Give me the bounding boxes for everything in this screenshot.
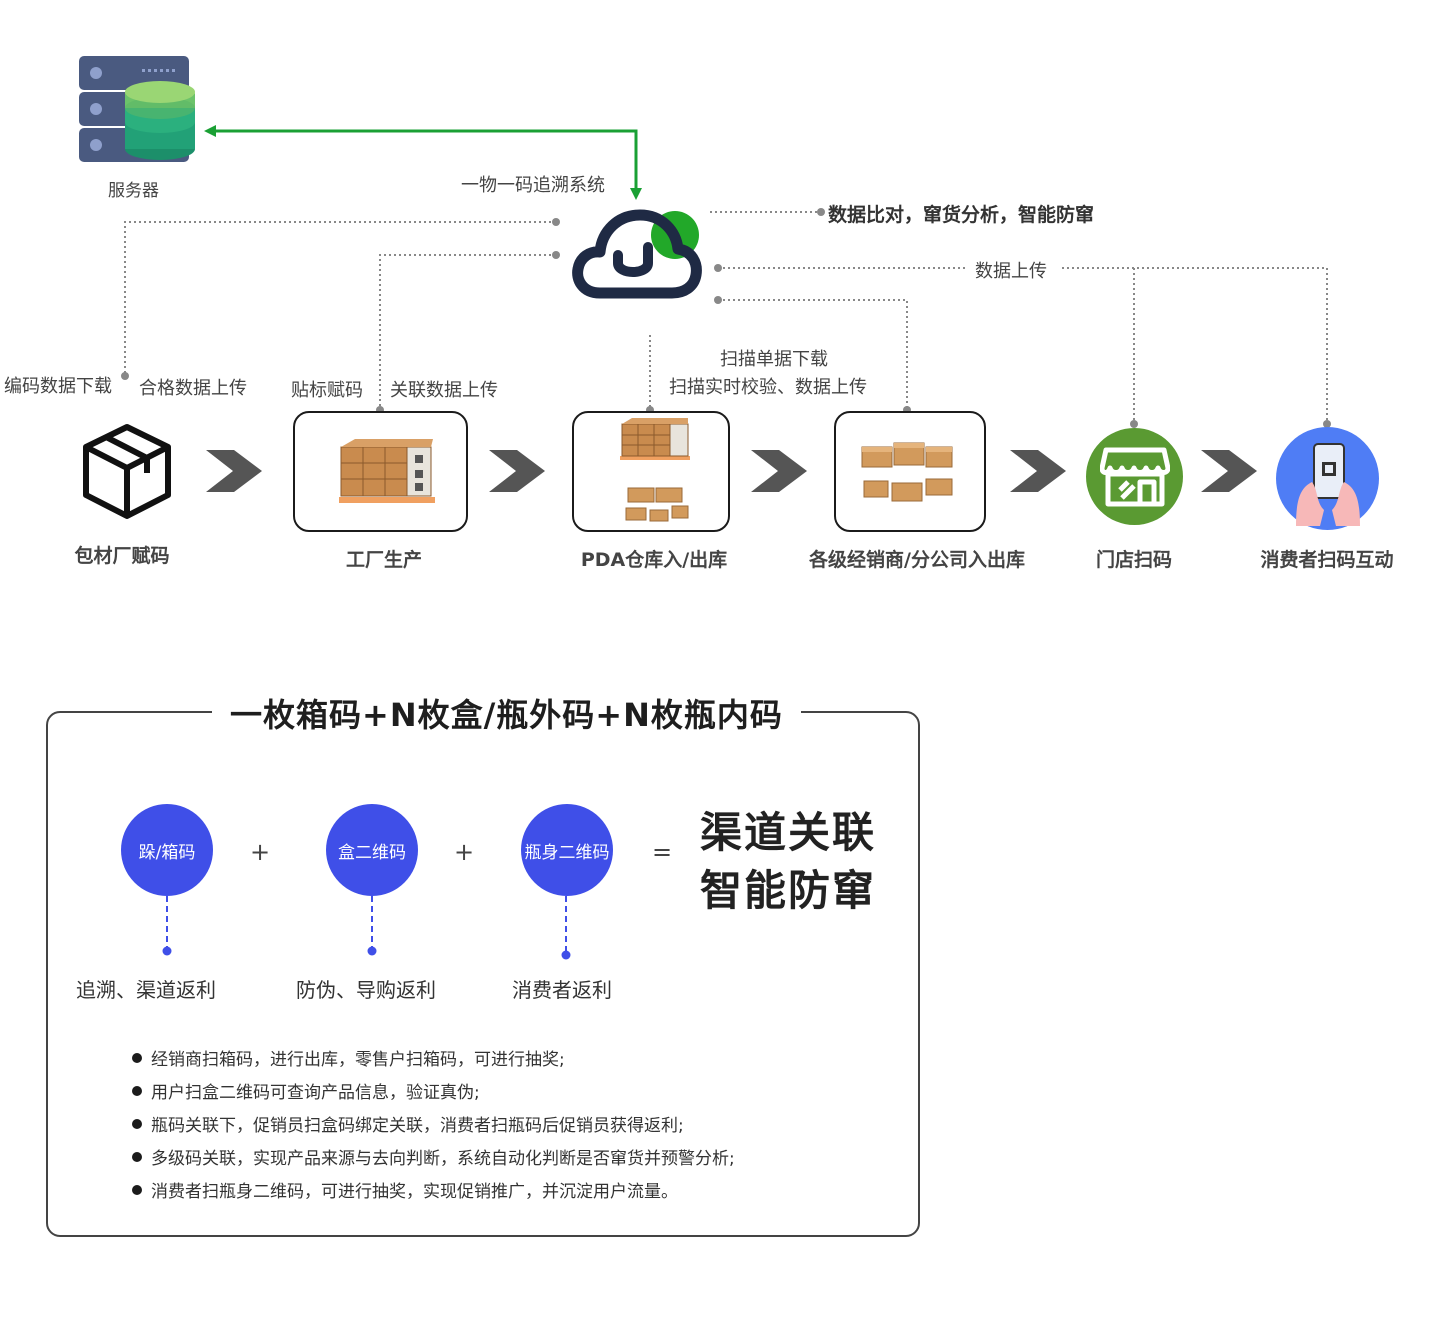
arrow-head-down <box>630 188 642 200</box>
bottle-code-benefit: 消费者返利 <box>512 978 612 1002</box>
chevron-arrow-icon <box>489 450 545 492</box>
stage-consumer-label: 消费者扫码互动 <box>1260 549 1394 571</box>
node-dot <box>1130 420 1138 428</box>
server-label: 服务器 <box>108 181 159 201</box>
result-line-2: 智能防窜 <box>700 866 877 915</box>
arrow-head-left <box>204 125 216 137</box>
label-assign-label: 贴标赋码 <box>291 380 363 401</box>
chevron-arrow-icon <box>751 450 807 492</box>
bullet-icon <box>132 1152 142 1162</box>
plus-sign: + <box>454 838 475 866</box>
code-connectors <box>162 896 571 960</box>
list-item-text: 用户扫盒二维码可查询产品信息，验证真伪; <box>151 1083 480 1103</box>
distributor-boxes-icon <box>861 442 953 502</box>
node-dot <box>817 208 825 216</box>
scan-download-label: 扫描单据下载 <box>720 349 828 370</box>
case-code-label: 跺/箱码 <box>138 842 196 863</box>
link-upload-label: 关联数据上传 <box>390 380 498 401</box>
bullet-icon <box>132 1185 142 1195</box>
trace-system-label: 一物一码追溯系统 <box>461 175 605 196</box>
upload-callout: 数据上传 <box>975 261 1047 282</box>
box-code-benefit: 防伪、导购返利 <box>296 978 436 1002</box>
stage-warehouse-label: PDA仓库入/出库 <box>580 549 728 571</box>
result-title: 渠道关联 智能防窜 <box>700 804 876 920</box>
node-dot <box>552 251 560 259</box>
box-code-label: 盒二维码 <box>338 842 406 863</box>
connector-lines <box>121 125 1331 492</box>
node-dot <box>714 264 722 272</box>
case-code-circle: 跺/箱码 <box>121 804 213 896</box>
feature-list: 经销商扫箱码，进行出库，零售户扫箱码，可进行抽奖; 用户扫盒二维码可查询产品信息… <box>132 1044 735 1209</box>
analysis-callout: 数据比对，窜货分析，智能防窜 <box>828 204 1095 226</box>
stage-store-label: 门店扫码 <box>1095 549 1172 571</box>
list-item-text: 瓶码关联下，促销员扫盒码绑定关联，消费者扫瓶码后促销员获得返利; <box>151 1116 684 1136</box>
node-dot <box>714 296 722 304</box>
bullet-icon <box>132 1086 142 1096</box>
stage-packaging-label: 包材厂赋码 <box>74 545 170 567</box>
store-icon <box>1100 447 1170 507</box>
case-code-benefit: 追溯、渠道返利 <box>76 978 216 1002</box>
chevron-arrow-icon <box>1010 450 1066 492</box>
chevron-arrow-icon <box>206 450 262 492</box>
scan-verify-label: 扫描实时校验、数据上传 <box>669 377 867 398</box>
bottle-code-circle: 瓶身二维码 <box>521 804 613 896</box>
list-item: 消费者扫瓶身二维码，可进行抽奖，实现促销推广，并沉淀用户流量。 <box>132 1176 735 1209</box>
list-item: 瓶码关联下，促销员扫盒码绑定关联，消费者扫瓶码后促销员获得返利; <box>132 1110 735 1143</box>
plus-sign: + <box>250 838 271 866</box>
bottle-code-label: 瓶身二维码 <box>524 842 610 863</box>
bullet-icon <box>132 1053 142 1063</box>
stage-factory-label: 工厂生产 <box>345 549 422 571</box>
qualified-upload-label: 合格数据上传 <box>139 378 247 399</box>
box-code-circle: 盒二维码 <box>326 804 418 896</box>
chevron-arrow-icon <box>1201 450 1257 492</box>
server-database-icon <box>79 56 195 162</box>
line-upload-b <box>1062 267 1328 424</box>
sync-arrow-line <box>212 129 638 192</box>
list-item-text: 消费者扫瓶身二维码，可进行抽奖，实现促销推广，并沉淀用户流量。 <box>151 1182 678 1202</box>
node-dot <box>552 218 560 226</box>
node-dot <box>1323 420 1331 428</box>
stage-distributor-label: 各级经销商/分公司入出库 <box>809 549 1025 571</box>
list-item-text: 经销商扫箱码，进行出库，零售户扫箱码，可进行抽奖; <box>151 1050 565 1070</box>
line-factory <box>379 254 556 410</box>
result-line-1: 渠道关联 <box>700 808 877 857</box>
list-item: 用户扫盒二维码可查询产品信息，验证真伪; <box>132 1077 735 1110</box>
list-item: 多级码关联，实现产品来源与去向判断，系统自动化判断是否窜货并预警分析; <box>132 1143 735 1176</box>
list-item-text: 多级码关联，实现产品来源与去向判断，系统自动化判断是否窜货并预警分析; <box>151 1149 735 1169</box>
distributor-frame <box>834 411 986 532</box>
package-box-icon <box>83 424 171 519</box>
cloud-icon <box>572 209 702 299</box>
phone-scan-icon <box>1296 443 1360 526</box>
equals-sign: = <box>652 838 673 866</box>
node-dot <box>121 372 129 380</box>
pallet-boxes-icon <box>339 439 435 503</box>
list-item: 经销商扫箱码，进行出库，零售户扫箱码，可进行抽奖; <box>132 1044 735 1077</box>
warehouse-boxes-icon <box>620 418 690 522</box>
line-packaging <box>124 221 556 376</box>
code-download-label: 编码数据下载 <box>4 376 112 397</box>
bullet-icon <box>132 1119 142 1129</box>
panel-title: 一枚箱码+N枚盒/瓶外码+N枚瓶内码 <box>212 690 801 736</box>
